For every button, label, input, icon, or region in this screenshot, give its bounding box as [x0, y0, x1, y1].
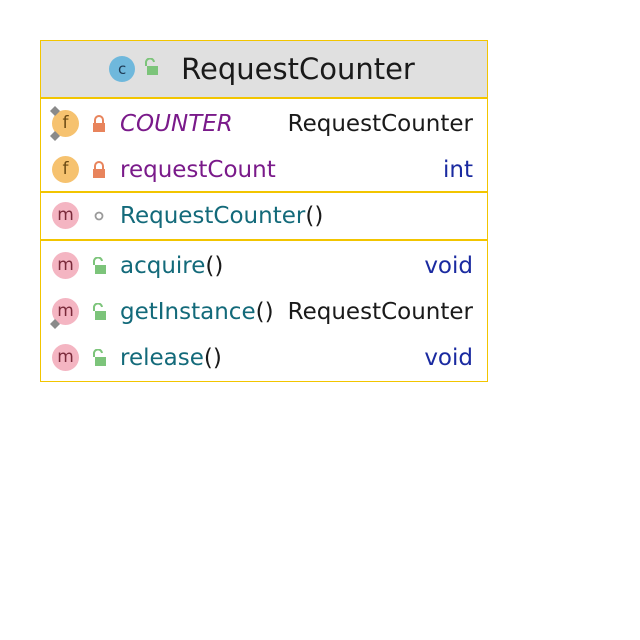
method-icon: m: [52, 344, 79, 371]
method-name: acquire(): [120, 253, 223, 279]
method-icon: m: [52, 252, 79, 279]
constructor-row[interactable]: m RequestCounter(): [41, 193, 487, 239]
static-marker-icon: [50, 319, 60, 329]
constructor-name: RequestCounter(): [120, 203, 323, 229]
private-lock-icon: [93, 161, 105, 178]
static-marker-icon: [50, 131, 60, 141]
public-lock-icon: [143, 57, 159, 80]
static-marker-icon: [50, 106, 60, 116]
private-lock-icon: [93, 115, 105, 132]
uml-class-box[interactable]: c RequestCounter f COUNTER: [40, 40, 488, 382]
public-lock-icon: [93, 257, 106, 274]
constructor-name-text: RequestCounter: [120, 203, 306, 229]
method-row[interactable]: m getInstance() RequestCounter: [41, 289, 487, 335]
method-return-type: void: [424, 253, 473, 279]
method-name-text: release: [120, 345, 204, 371]
field-row[interactable]: f COUNTER RequestCounter: [41, 101, 487, 147]
methods-section: m acquire() void m getInstance() Request…: [41, 241, 487, 381]
public-lock-icon: [93, 349, 106, 366]
method-params: (): [255, 299, 274, 325]
fields-section: f COUNTER RequestCounter f requ: [41, 99, 487, 193]
field-name-text: COUNTER: [120, 111, 233, 137]
class-icon: c: [109, 56, 136, 82]
method-row[interactable]: m acquire() void: [41, 243, 487, 289]
field-name: COUNTER: [120, 111, 233, 137]
method-return-type: void: [424, 345, 473, 371]
method-name: getInstance(): [120, 299, 274, 325]
field-type: RequestCounter: [287, 111, 473, 137]
package-private-icon: [94, 211, 104, 221]
field-name: requestCount: [120, 157, 276, 183]
class-header[interactable]: c RequestCounter: [41, 41, 487, 99]
method-name: release(): [120, 345, 222, 371]
method-return-type: RequestCounter: [287, 299, 473, 325]
method-params: (): [203, 345, 222, 371]
field-icon: f: [52, 156, 79, 183]
constructor-params: (): [305, 203, 324, 229]
field-type: int: [443, 157, 473, 183]
method-name-text: acquire: [120, 253, 206, 279]
method-name-text: getInstance: [120, 299, 256, 325]
public-lock-icon: [93, 303, 106, 320]
field-name-text: requestCount: [120, 157, 276, 183]
method-icon: m: [52, 202, 79, 229]
constructors-section: m RequestCounter(): [41, 193, 487, 241]
field-row[interactable]: f requestCount int: [41, 147, 487, 193]
method-params: (): [205, 253, 224, 279]
method-row[interactable]: m release() void: [41, 335, 487, 381]
class-name: RequestCounter: [181, 52, 415, 86]
